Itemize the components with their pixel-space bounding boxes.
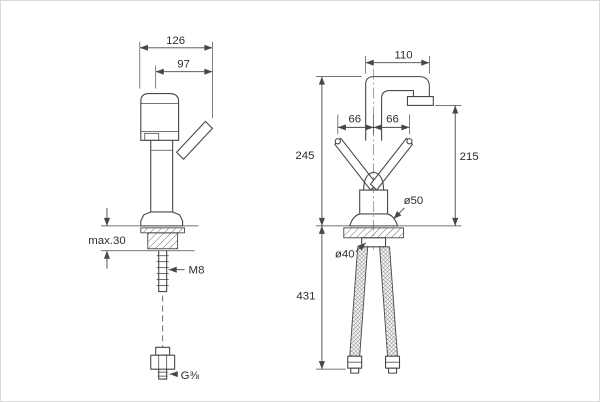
dim-label-spout-width: 110 [394,50,412,62]
right-view-dimensions: 110 66 66 245 215 ø50 ø40 [295,50,479,370]
threaded-stud [156,250,169,293]
left-view-dimensions: 126 97 max.30 M8 G⅜ [88,35,213,382]
lever-position-right [370,137,413,191]
dim-label-handle-right: 66 [386,113,399,125]
dim-label-deck-thickness: max.30 [88,235,126,247]
bottom-connector [150,346,176,380]
mounting-nut [147,232,179,250]
spout-outlet [406,95,434,107]
dim-label-total-depth: 126 [166,35,185,47]
label-hose-connector: G⅜ [181,370,200,382]
dim-label-total-height: 245 [295,150,314,162]
dim-label-mounting-hole-diameter: ø40 [335,249,355,261]
right-view: 110 66 66 245 215 ø50 ø40 [295,50,479,374]
mounting-washer [140,227,186,234]
flex-hose-left [349,246,369,357]
left-view-faucet-outline [100,92,213,380]
dim-label-spout-depth: 97 [177,59,190,71]
hose-end-fittings [347,355,401,374]
lever-handle-side [176,120,213,160]
base-seal [343,227,404,239]
label-mounting-thread: M8 [189,265,205,277]
dim-label-base-diameter: ø50 [404,195,424,207]
dim-label-outlet-height: 215 [460,151,479,163]
lever-position-left [334,137,378,191]
hose-connection-block [361,237,387,248]
dim-label-hose-length: 431 [296,291,315,303]
flex-hose-right [379,246,398,357]
left-view: 126 97 max.30 M8 G⅜ [88,35,213,382]
dim-label-handle-left: 66 [348,113,361,125]
